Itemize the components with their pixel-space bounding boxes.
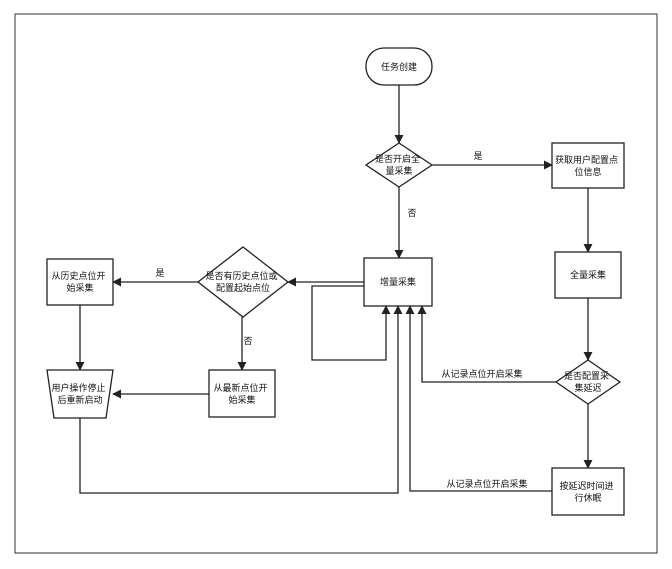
decision-full-collect: 是否开启全 量采集 <box>364 142 434 188</box>
node-get-user-config: 获取用户配置点 位信息 <box>551 142 625 189</box>
label-record-restart-2: 从记录点位开启采集 <box>446 478 527 490</box>
label-yes-history: 是 <box>155 268 164 279</box>
node-from-latest-point: 从最新点位开 始采集 <box>208 369 276 418</box>
node-full-collect: 全量采集 <box>554 251 622 299</box>
label-no-history: 否 <box>243 336 252 347</box>
decision-history-point: 是否有历史点位或 配置起始点位 <box>196 246 290 318</box>
svg-text:任务创建: 任务创建 <box>381 61 417 73</box>
edge-rest-to-incremental <box>405 305 552 492</box>
node-incremental-collect: 增量采集 <box>363 257 433 307</box>
label-no-full: 否 <box>407 208 416 219</box>
decision-collect-delay: 是否配置采 集延迟 <box>554 359 622 405</box>
edge-user-restart-to-incremental <box>79 305 403 494</box>
edge-decision-delay-to-incremental <box>417 305 556 383</box>
label-record-restart-1: 从记录点位开启采集 <box>441 368 522 380</box>
svg-text:全量采集: 全量采集 <box>570 269 606 281</box>
svg-text:获取用户配置点 位信息: 获取用户配置点 位信息 <box>555 154 621 178</box>
node-task-create: 任务创建 <box>365 47 433 86</box>
node-user-restart: 用户操作停止 后重新启动 <box>46 369 114 419</box>
node-from-history-point: 从历史点位开 始采集 <box>46 258 114 306</box>
edge-incremental-self-loop <box>311 285 391 361</box>
label-yes-full: 是 <box>473 151 482 162</box>
svg-text:从历史点位开 始采集: 从历史点位开 始采集 <box>52 270 109 294</box>
svg-text:是否配置采 集延迟: 是否配置采 集延迟 <box>564 371 612 394</box>
svg-text:是否开启全 量采集: 是否开启全 量采集 <box>375 153 423 177</box>
node-delay-rest: 按延迟时间进 行休眠 <box>551 467 625 516</box>
svg-text:增量采集: 增量采集 <box>380 276 416 288</box>
diagram-frame <box>14 13 658 554</box>
svg-text:从最新点位开 始采集: 从最新点位开 始采集 <box>214 382 271 406</box>
svg-text:是否有历史点位或 配置起始点位: 是否有历史点位或 配置起始点位 <box>206 270 281 294</box>
svg-text:用户操作停止 后重新启动: 用户操作停止 后重新启动 <box>52 382 109 406</box>
svg-text:按延迟时间进 行休眠: 按延迟时间进 行休眠 <box>560 480 617 504</box>
